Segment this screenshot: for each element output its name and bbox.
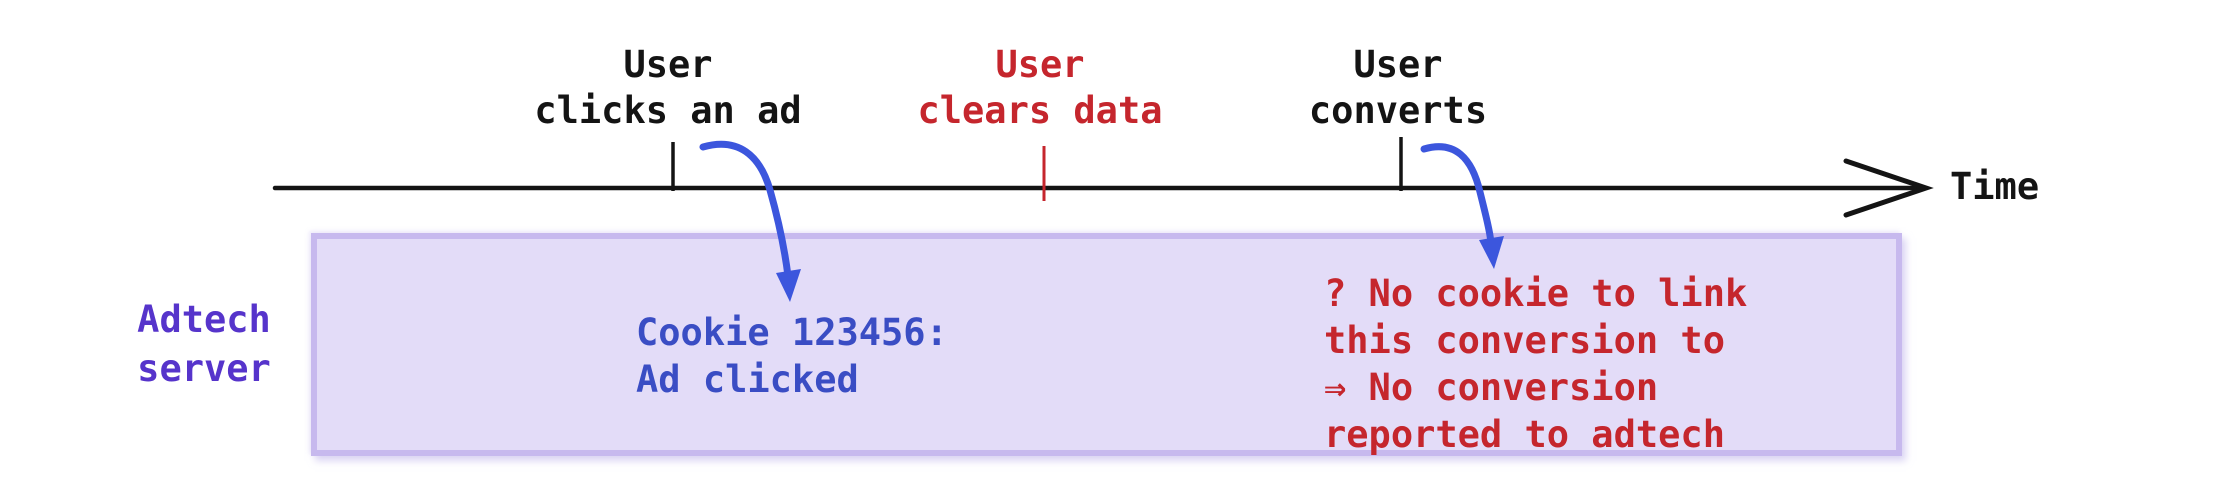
adtech-server-label: Adtech server — [137, 298, 271, 390]
arrow-convert-to-server — [1420, 143, 1495, 247]
time-axis-arrowhead-icon — [1843, 158, 1934, 218]
event-label-clears-data: User clears data — [917, 43, 1163, 132]
event-label-ad-click: User clicks an ad — [534, 43, 802, 132]
cookie-logged-note: Cookie 123456: Ad clicked — [636, 311, 948, 401]
no-conversion-note: ? No cookie to link this conversion to ⇒… — [1324, 272, 1748, 456]
arrow-click-to-server — [699, 140, 792, 280]
arrow-click-to-server-head-icon — [776, 269, 801, 302]
time-axis-label: Time — [1950, 165, 2040, 208]
event-label-converts: User converts — [1308, 43, 1488, 132]
adtech-server-box — [311, 233, 1902, 456]
arrow-convert-to-server-head-icon — [1479, 236, 1504, 269]
